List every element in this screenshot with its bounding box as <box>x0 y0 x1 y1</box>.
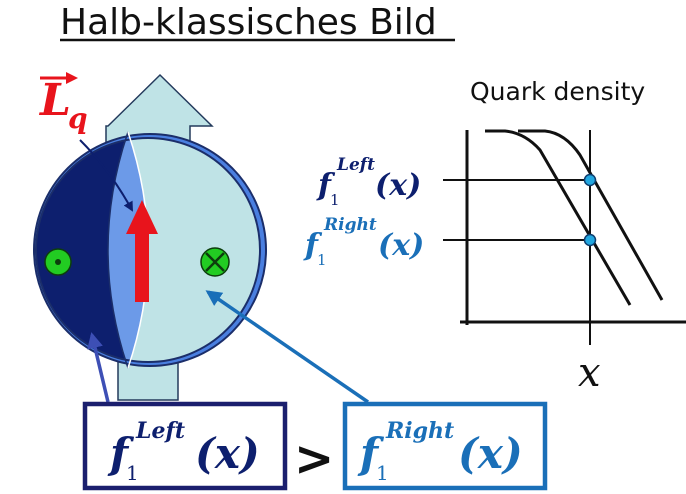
left-comparison-box <box>82 401 288 491</box>
left-box-pointer <box>87 332 110 403</box>
out-of-page-dot <box>55 259 61 265</box>
svg-text:1: 1 <box>330 191 340 209</box>
graph-title: Quark density <box>470 77 645 106</box>
right-comparison-box <box>342 401 548 491</box>
left-density-point <box>583 173 597 187</box>
svg-text:Right: Right <box>385 418 454 444</box>
graph-x-label: x <box>578 350 601 396</box>
svg-text:(x): (x) <box>375 168 421 203</box>
lq-symbol: L <box>38 75 71 126</box>
lq-subscript: q <box>68 102 88 135</box>
svg-text:Left: Left <box>135 418 185 444</box>
left-density-curve <box>518 129 664 301</box>
lq-pointer-line <box>79 139 133 212</box>
right-density-point <box>583 233 597 247</box>
svg-text:(x): (x) <box>195 429 260 478</box>
svg-text:1: 1 <box>317 251 327 269</box>
right-box-pointer <box>205 290 369 404</box>
lq-arrow-head <box>126 200 158 234</box>
page-title: Halb-klassisches Bild <box>60 2 437 43</box>
svg-text:Left: Left <box>336 155 375 175</box>
comparison-operator: > <box>294 431 334 487</box>
nucleon-sphere-inner <box>36 138 260 362</box>
svg-text:1: 1 <box>376 461 389 485</box>
right-density-curve <box>485 129 632 306</box>
lq-arrow-shaft <box>135 232 149 302</box>
svg-text:1: 1 <box>126 461 139 485</box>
svg-text:(x): (x) <box>458 429 523 478</box>
into-page-cross <box>205 252 225 272</box>
graph-right-label: f 1 Right (x) <box>303 215 424 269</box>
svg-text:(x): (x) <box>378 228 424 263</box>
svg-text:Right: Right <box>323 215 377 235</box>
sphere-inner-outline <box>35 137 261 363</box>
lq-vector-arrowhead <box>66 72 78 84</box>
graph-left-label: f 1 Left (x) <box>316 155 421 209</box>
sphere-lens-left-edge <box>107 131 129 369</box>
